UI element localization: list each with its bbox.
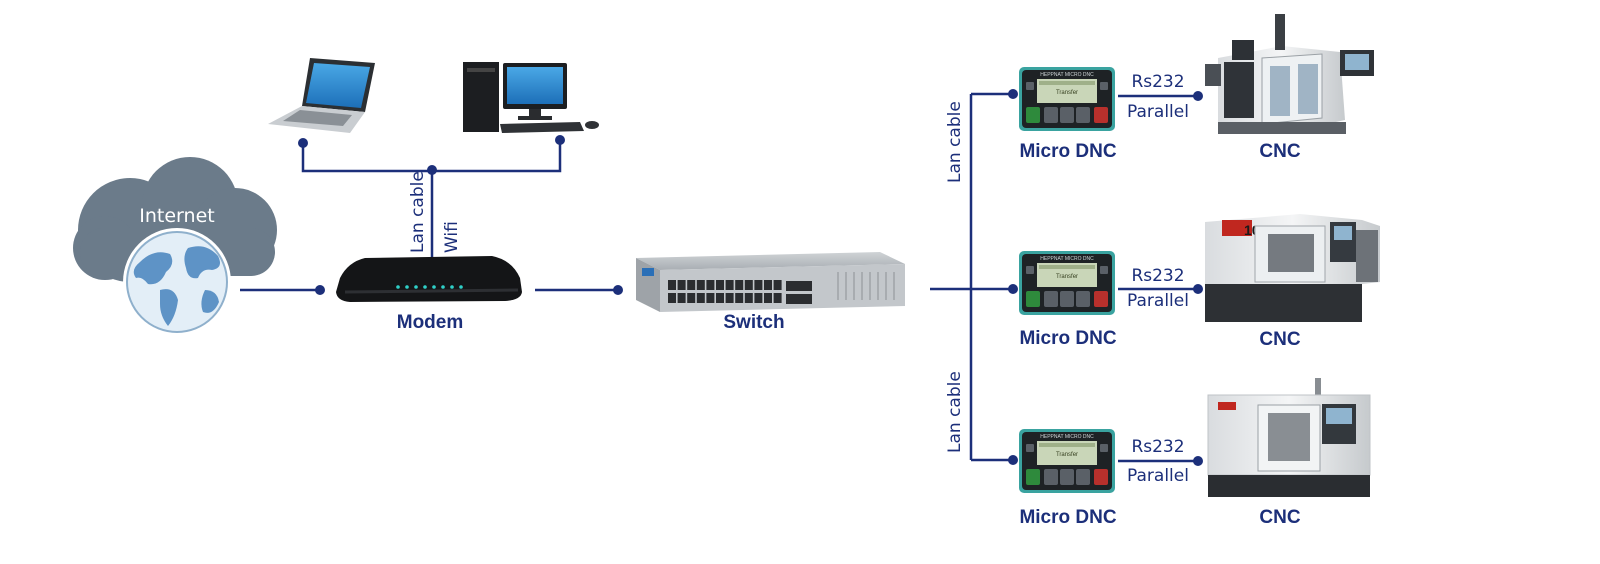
internet-cloud-icon: Internet <box>73 157 277 336</box>
branch-3-device-label: Micro DNC <box>1019 507 1116 528</box>
cnc-machine-icon <box>1207 378 1371 497</box>
globe-icon <box>123 228 231 336</box>
branch-2-device-label: Micro DNC <box>1019 328 1116 349</box>
dnc-screen-status: Transfer <box>1056 452 1078 458</box>
switch-port <box>687 280 696 290</box>
switch-port <box>773 280 782 290</box>
internet-label: Internet <box>139 205 214 227</box>
branch-1-link-parallel: Parallel <box>1127 102 1189 122</box>
switch-port <box>716 293 724 303</box>
cnc-machine-icon: 10 <box>1205 214 1380 322</box>
modem-uplink-wifi-label: Wifi <box>442 221 462 253</box>
switch-icon <box>636 252 905 312</box>
branch-2-link-rs232: Rs232 <box>1131 266 1184 286</box>
laptop-icon <box>268 58 375 133</box>
branch-2-machine-label: CNC <box>1259 329 1300 350</box>
branch-1-cable-label: Lan cable <box>945 101 965 183</box>
branch-3-link-parallel: Parallel <box>1127 466 1189 486</box>
switch-port <box>696 280 705 290</box>
switch-port <box>668 293 676 303</box>
switch-port <box>735 293 744 303</box>
switch-port <box>773 293 782 303</box>
switch-port <box>725 293 734 303</box>
branch-1-machine-label: CNC <box>1259 141 1300 162</box>
switch-port <box>687 293 696 303</box>
connection-lines <box>240 89 1203 466</box>
switch-port <box>725 280 734 290</box>
cnc-machine-icon <box>1205 14 1374 134</box>
switch-label: Switch <box>723 312 784 333</box>
dnc-screen-title: HEPPNAT MICRO DNC <box>1040 72 1094 78</box>
branch-3-link-rs232: Rs232 <box>1131 437 1184 457</box>
modem-uplink-lan-label: Lan cable <box>408 171 428 253</box>
switch-port <box>744 280 753 290</box>
branch-3-cable-label: Lan cable <box>945 371 965 453</box>
switch-port <box>764 293 772 303</box>
switch-port <box>677 280 686 290</box>
branch-2-link-parallel: Parallel <box>1127 291 1189 311</box>
branch-3-machine-label: CNC <box>1259 507 1300 528</box>
switch-port <box>764 280 772 290</box>
micro-dnc-device-icon: HEPPNAT MICRO DNC Transfer <box>1019 67 1115 131</box>
branch-1-link-rs232: Rs232 <box>1131 72 1184 92</box>
branch-1-device-label: Micro DNC <box>1019 141 1116 162</box>
switch-port <box>716 280 724 290</box>
dnc-screen-title: HEPPNAT MICRO DNC <box>1040 256 1094 262</box>
micro-dnc-device-icon: HEPPNAT MICRO DNC Transfer <box>1019 429 1115 493</box>
switch-port <box>677 293 686 303</box>
dnc-screen-status: Transfer <box>1056 274 1078 280</box>
dnc-screen-title: HEPPNAT MICRO DNC <box>1040 434 1094 440</box>
switch-port <box>735 280 744 290</box>
desktop-computer-icon <box>463 62 599 133</box>
switch-port <box>696 293 705 303</box>
micro-dnc-device-icon: HEPPNAT MICRO DNC Transfer <box>1019 251 1115 315</box>
switch-port <box>706 293 715 303</box>
switch-port <box>668 280 676 290</box>
switch-port <box>754 280 763 290</box>
switch-port <box>744 293 753 303</box>
dnc-screen-status: Transfer <box>1056 90 1078 96</box>
switch-port <box>706 280 715 290</box>
switch-port <box>754 293 763 303</box>
modem-icon <box>336 256 522 302</box>
modem-label: Modem <box>397 312 464 333</box>
